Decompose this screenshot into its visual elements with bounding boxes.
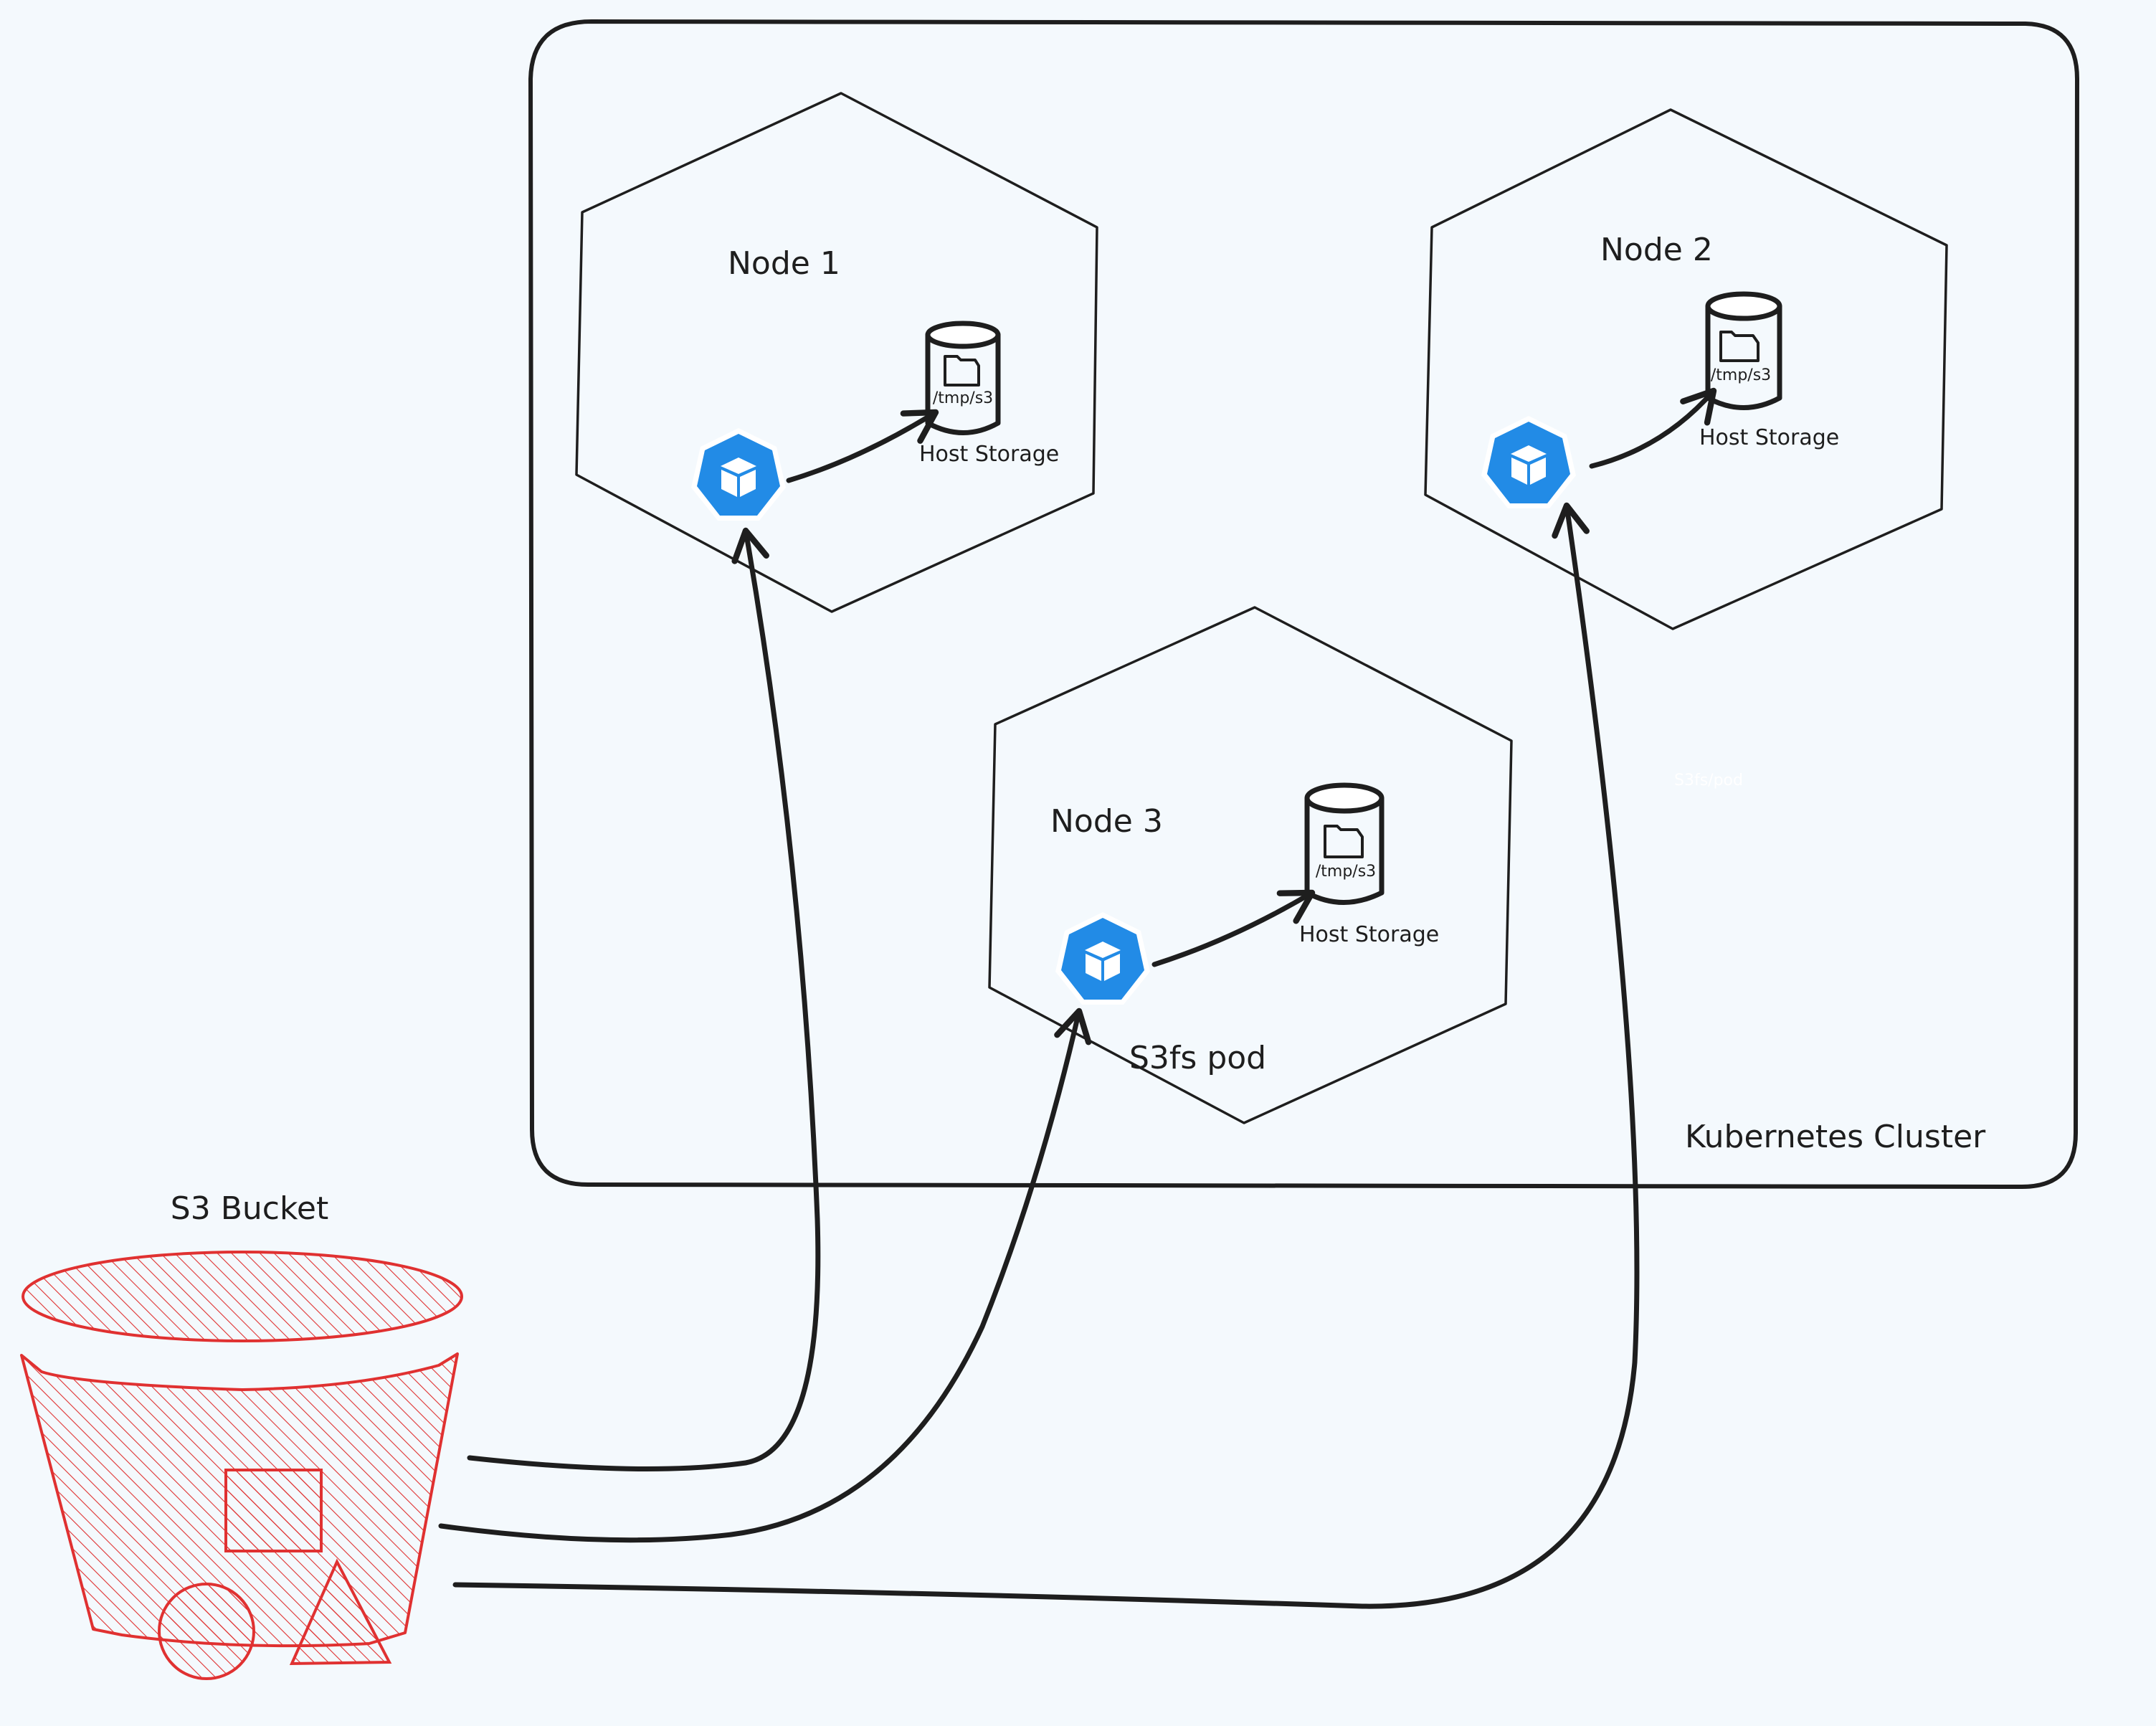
s3-bucket[interactable]: S3 Bucket: [20, 1190, 463, 1680]
node-3-host-storage[interactable]: /tmp/s3 Host Storage: [1299, 782, 1439, 947]
node-1-storage-path: /tmp/s3: [933, 389, 993, 407]
node-2[interactable]: Node 2 /tmp/s3 Host Storage: [1424, 108, 1948, 630]
kubernetes-cluster[interactable]: Kubernetes Cluster S3fs/pod: [528, 19, 2079, 1189]
node-2-pod-to-storage-arrow: [1589, 387, 1717, 469]
kubernetes-pod-icon: [1481, 416, 1576, 508]
s3-bucket-label: S3 Bucket: [171, 1190, 328, 1227]
node-2-storage-path: /tmp/s3: [1711, 366, 1771, 384]
node-3-storage-path: /tmp/s3: [1316, 863, 1376, 881]
node-3-title: Node 3: [1050, 803, 1163, 840]
node-3-pod[interactable]: [1055, 912, 1150, 1005]
node-1-hexagon: [575, 92, 1098, 613]
cluster-label: Kubernetes Cluster: [1685, 1119, 1986, 1155]
folder-icon: [944, 355, 980, 387]
node-2-pod[interactable]: [1481, 416, 1576, 508]
database-cylinder-icon: [1705, 291, 1782, 410]
hidden-cluster-annotation: S3fs/pod: [1674, 772, 1743, 789]
node-3-pod-label: S3fs pod: [1129, 1040, 1266, 1076]
node-1-storage-label: Host Storage: [919, 442, 1059, 467]
s3-bucket-icon: [20, 1251, 463, 1680]
database-cylinder-icon: [1304, 782, 1385, 905]
node-1-host-storage[interactable]: /tmp/s3 Host Storage: [919, 321, 1059, 467]
bucket-to-node-1-connector[interactable]: [467, 527, 821, 1471]
triangle-shape-icon: [289, 1558, 392, 1666]
node-3[interactable]: Node 3 /tmp/s3 Host Storage S3fs pod: [988, 606, 1513, 1124]
node-2-hexagon: [1424, 108, 1948, 630]
folder-icon: [1324, 825, 1364, 858]
square-shape-icon: [224, 1469, 323, 1552]
circle-shape-icon: [158, 1583, 255, 1680]
node-1-pod-to-storage-arrow: [786, 409, 939, 483]
node-3-pod-to-storage-arrow: [1151, 889, 1316, 967]
node-1-pod[interactable]: [691, 428, 786, 521]
node-1-title: Node 1: [728, 245, 840, 282]
node-3-hexagon: [988, 606, 1513, 1124]
node-3-storage-label: Host Storage: [1299, 922, 1439, 947]
kubernetes-pod-icon: [691, 428, 786, 521]
node-2-storage-label: Host Storage: [1699, 425, 1839, 450]
node-1[interactable]: Node 1 /tmp/s3 Host Storage: [575, 92, 1098, 613]
node-2-title: Node 2: [1600, 232, 1713, 268]
database-cylinder-icon: [925, 321, 1001, 435]
folder-icon: [1719, 331, 1760, 362]
kubernetes-pod-icon: [1055, 912, 1150, 1005]
bucket-to-node-3-connector[interactable]: [438, 1007, 1092, 1543]
bucket-to-node-2-connector[interactable]: [452, 502, 1640, 1609]
node-2-host-storage[interactable]: /tmp/s3 Host Storage: [1699, 291, 1839, 450]
